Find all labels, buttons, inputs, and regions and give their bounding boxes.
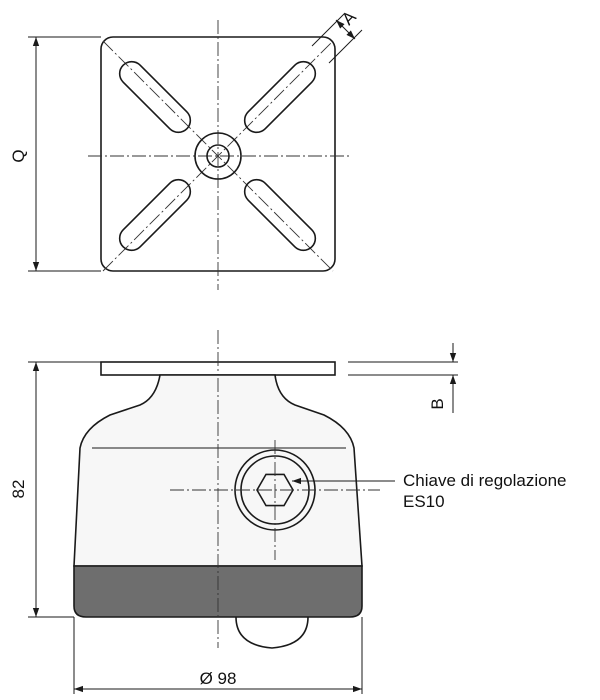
note-line-2: ES10 — [403, 492, 445, 511]
dimension-b: B — [348, 343, 458, 413]
slot-top-left — [118, 60, 192, 134]
dimension-height-label: 82 — [9, 480, 28, 499]
slot-top-right — [243, 60, 317, 134]
note-line-1: Chiave di regolazione — [403, 471, 567, 490]
slot-bottom-right — [243, 178, 317, 252]
slot-bottom-left — [118, 178, 192, 252]
diagonal-centerline-2 — [102, 40, 334, 272]
central-boss — [194, 132, 242, 180]
dimension-q-label: Q — [9, 149, 28, 162]
hex-socket-icon — [256, 473, 294, 507]
dimension-diameter-label: Ø 98 — [200, 669, 237, 688]
rubber-pad — [73, 565, 363, 618]
dimension-a: A — [311, 7, 363, 64]
dimension-diameter: Ø 98 — [73, 617, 363, 694]
dimension-b-label: B — [428, 398, 447, 409]
wheel — [235, 616, 309, 649]
side-view: Chiave di regolazione ES10 82 B Ø 98 — [9, 330, 567, 694]
dimension-q: Q — [9, 36, 101, 272]
top-view: Q A — [9, 7, 363, 290]
adjustment-socket — [170, 440, 380, 560]
central-hole — [206, 144, 230, 168]
dimension-height: 82 — [9, 361, 101, 618]
